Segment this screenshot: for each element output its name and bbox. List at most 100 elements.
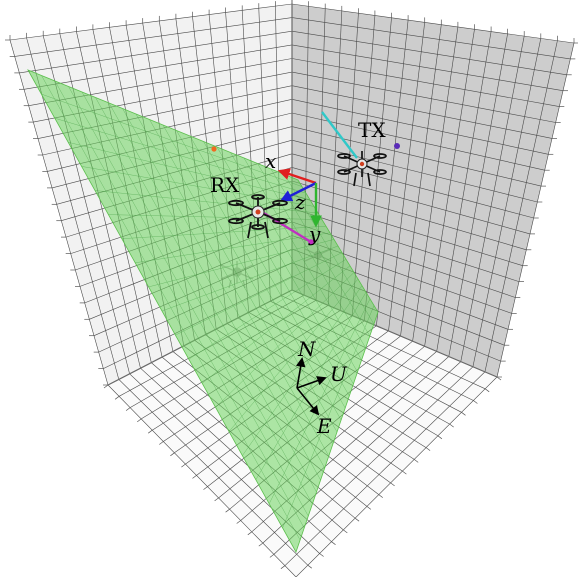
- grid-line: [291, 194, 523, 266]
- rx-label: RX: [210, 173, 240, 197]
- grid-line: [484, 40, 558, 372]
- grid-line: [161, 245, 339, 312]
- grid-line: [14, 17, 293, 57]
- grid-line: [147, 429, 153, 434]
- axis-x-label: x: [265, 149, 276, 173]
- rx-link-endpoint: [308, 239, 314, 245]
- quadcopter-icon: [228, 194, 288, 239]
- compass-u-label: U: [330, 362, 348, 386]
- grid-line: [366, 506, 372, 510]
- grid-line: [400, 24, 442, 337]
- grid-line: [437, 435, 443, 440]
- grid-line: [461, 412, 466, 416]
- grid-line: [291, 71, 556, 123]
- compass-n-label: N: [297, 337, 317, 361]
- grid-line: [291, 139, 538, 203]
- grid-line: [114, 396, 120, 400]
- grid-line: [136, 418, 142, 423]
- grid-line: [268, 298, 371, 504]
- grid-line: [242, 285, 363, 456]
- grid-line: [343, 529, 348, 534]
- grid-line: [448, 33, 508, 357]
- compass-e-arrow: [296, 387, 320, 416]
- grid-line: [436, 31, 492, 352]
- grid-line: [376, 20, 409, 326]
- grid-line: [203, 486, 208, 490]
- enu-compass: [295, 357, 327, 416]
- grid-line: [243, 157, 362, 361]
- grid-line: [496, 42, 575, 378]
- grid-line: [188, 258, 347, 360]
- grid-line: [449, 423, 454, 428]
- grid-line: [202, 265, 351, 384]
- grid-line: [230, 152, 358, 373]
- axis-y-label: y: [308, 222, 321, 246]
- axis-z-arrow: [279, 181, 317, 202]
- grid-line: [460, 36, 525, 362]
- axis-z-label: z: [294, 190, 306, 214]
- axis-x-arrow: [277, 168, 317, 185]
- grid-line: [291, 3, 575, 44]
- grid-line: [125, 407, 131, 411]
- grid-line: [9, 3, 293, 41]
- orange-point: [211, 146, 217, 152]
- grid-line: [282, 305, 375, 528]
- grid-line: [496, 376, 502, 381]
- grid-line: [170, 452, 175, 457]
- grid-line: [291, 208, 520, 282]
- grid-line: [181, 463, 186, 468]
- grid-line: [331, 541, 336, 545]
- grid-line: [424, 29, 475, 347]
- grid-line: [189, 135, 346, 409]
- grid-line: [378, 494, 384, 498]
- grid-line: [192, 475, 197, 479]
- grid-line: [247, 531, 253, 536]
- grid-line: [484, 388, 490, 393]
- grid-line: [175, 252, 343, 336]
- grid-line: [291, 85, 553, 139]
- grid-line: [291, 30, 567, 76]
- tx-label: TX: [358, 118, 386, 142]
- quadcopter-icon: [337, 151, 387, 187]
- compass-u-arrow: [296, 376, 327, 389]
- grid-line: [257, 163, 366, 349]
- grid-line: [388, 22, 425, 331]
- tx-link-line: [321, 111, 358, 159]
- grid-line: [228, 278, 359, 432]
- grid-line: [9, 39, 109, 386]
- grid-line: [295, 376, 498, 578]
- grid-line: [472, 38, 542, 367]
- grid-line: [291, 167, 531, 235]
- grid-line: [319, 553, 324, 557]
- purple-point: [394, 143, 400, 149]
- grid-line: [291, 180, 527, 251]
- grid-line: [284, 371, 486, 566]
- right-wall: [292, 4, 574, 377]
- grid-line: [291, 58, 560, 107]
- grid-line: [215, 272, 355, 408]
- grid-line: [107, 384, 297, 578]
- green-plane-outline: [27, 69, 379, 553]
- grid-line: [291, 17, 571, 60]
- grid-line: [307, 564, 313, 569]
- compass-n-arrow: [295, 357, 306, 389]
- grid-line: [214, 497, 219, 502]
- grid-line: [19, 30, 293, 74]
- grid-line: [23, 44, 293, 90]
- grid-line: [402, 470, 407, 475]
- local-axes: [277, 168, 322, 228]
- grid-line: [425, 447, 431, 451]
- grid-line: [291, 112, 545, 171]
- grid-line: [280, 565, 286, 569]
- grid-line: [225, 508, 230, 513]
- grid-line: [413, 459, 419, 463]
- grid-line: [203, 141, 350, 397]
- compass-e-label: E: [316, 414, 332, 438]
- grid-line: [284, 174, 375, 325]
- grid-line: [291, 126, 542, 187]
- grid-line: [176, 130, 342, 421]
- grid-line: [236, 520, 241, 524]
- grid-line: [255, 292, 367, 480]
